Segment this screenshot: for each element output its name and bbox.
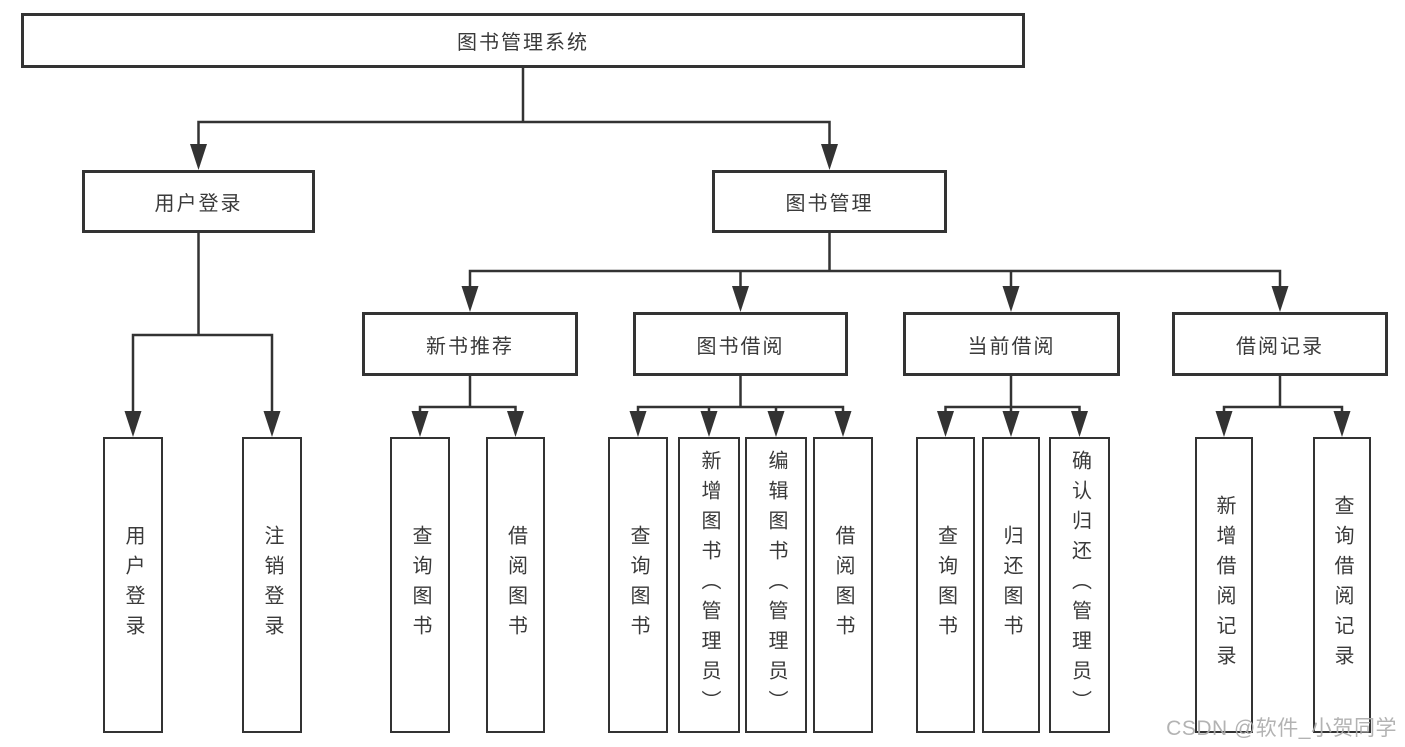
leaf-return-books: 归还图书: [982, 437, 1040, 733]
node-borrow-records: 借阅记录: [1172, 312, 1388, 376]
csdn-watermark: CSDN @软件_小贺同学: [1166, 717, 1397, 740]
node-book-management: 图书管理: [712, 170, 947, 233]
node-current-borrow: 当前借阅: [903, 312, 1120, 376]
leaf-user-login: 用户登录: [103, 437, 163, 733]
leaf-label: 用户登录: [122, 525, 144, 645]
leaf-label: 新增图书（管理员）: [698, 450, 720, 720]
leaf-add-books-admin: 新增图书（管理员）: [678, 437, 740, 733]
leaf-edit-books-admin: 编辑图书（管理员）: [745, 437, 807, 733]
node-user-login: 用户登录: [82, 170, 315, 233]
leaf-borrow-books-2: 借阅图书: [813, 437, 873, 733]
leaf-label: 查询借阅记录: [1331, 495, 1353, 675]
node-root: 图书管理系统: [21, 13, 1025, 68]
leaf-borrow-books-1: 借阅图书: [486, 437, 545, 733]
leaf-logout: 注销登录: [242, 437, 302, 733]
leaf-label: 注销登录: [261, 525, 283, 645]
leaf-confirm-return-admin: 确认归还（管理员）: [1049, 437, 1110, 733]
node-new-book-recommend: 新书推荐: [362, 312, 578, 376]
leaf-label: 编辑图书（管理员）: [765, 450, 787, 720]
leaf-query-borrow-record: 查询借阅记录: [1313, 437, 1371, 733]
leaf-label: 查询图书: [934, 525, 957, 645]
leaf-label: 借阅图书: [832, 525, 854, 645]
leaf-label: 确认归还（管理员）: [1068, 450, 1091, 720]
leaf-label: 新增借阅记录: [1213, 495, 1235, 675]
leaf-query-books-3: 查询图书: [916, 437, 975, 733]
leaf-label: 查询图书: [409, 525, 431, 645]
leaf-add-borrow-record: 新增借阅记录: [1195, 437, 1253, 733]
node-book-borrow: 图书借阅: [633, 312, 848, 376]
leaf-label: 借阅图书: [504, 525, 527, 645]
leaf-query-books-2: 查询图书: [608, 437, 668, 733]
leaf-query-books-1: 查询图书: [390, 437, 450, 733]
leaf-label: 归还图书: [1000, 525, 1022, 645]
leaf-label: 查询图书: [627, 525, 649, 645]
